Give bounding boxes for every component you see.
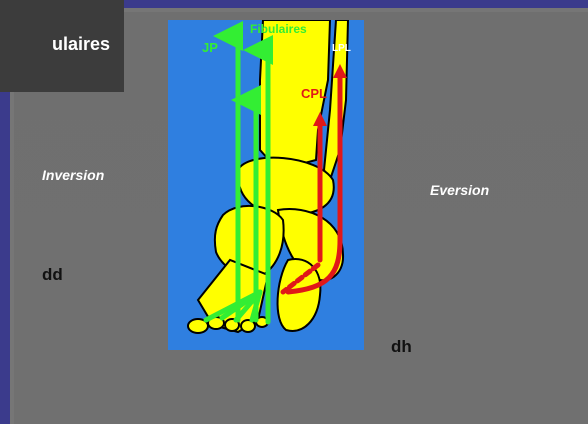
title-box: ulaires — [0, 0, 124, 92]
foot-anatomy-diagram: JP Fibulaires LPL CPL — [168, 20, 364, 350]
slide-title: ulaires — [52, 34, 110, 55]
lpl-label: LPL — [332, 43, 351, 54]
jp-label: JP — [202, 40, 218, 55]
dh-label: dh — [391, 337, 412, 357]
fibulaires-label: Fibulaires — [250, 22, 307, 36]
inversion-label: Inversion — [42, 167, 104, 183]
dd-label: dd — [42, 265, 63, 285]
cpl-label: CPL — [301, 86, 327, 101]
eversion-label: Eversion — [430, 182, 489, 198]
